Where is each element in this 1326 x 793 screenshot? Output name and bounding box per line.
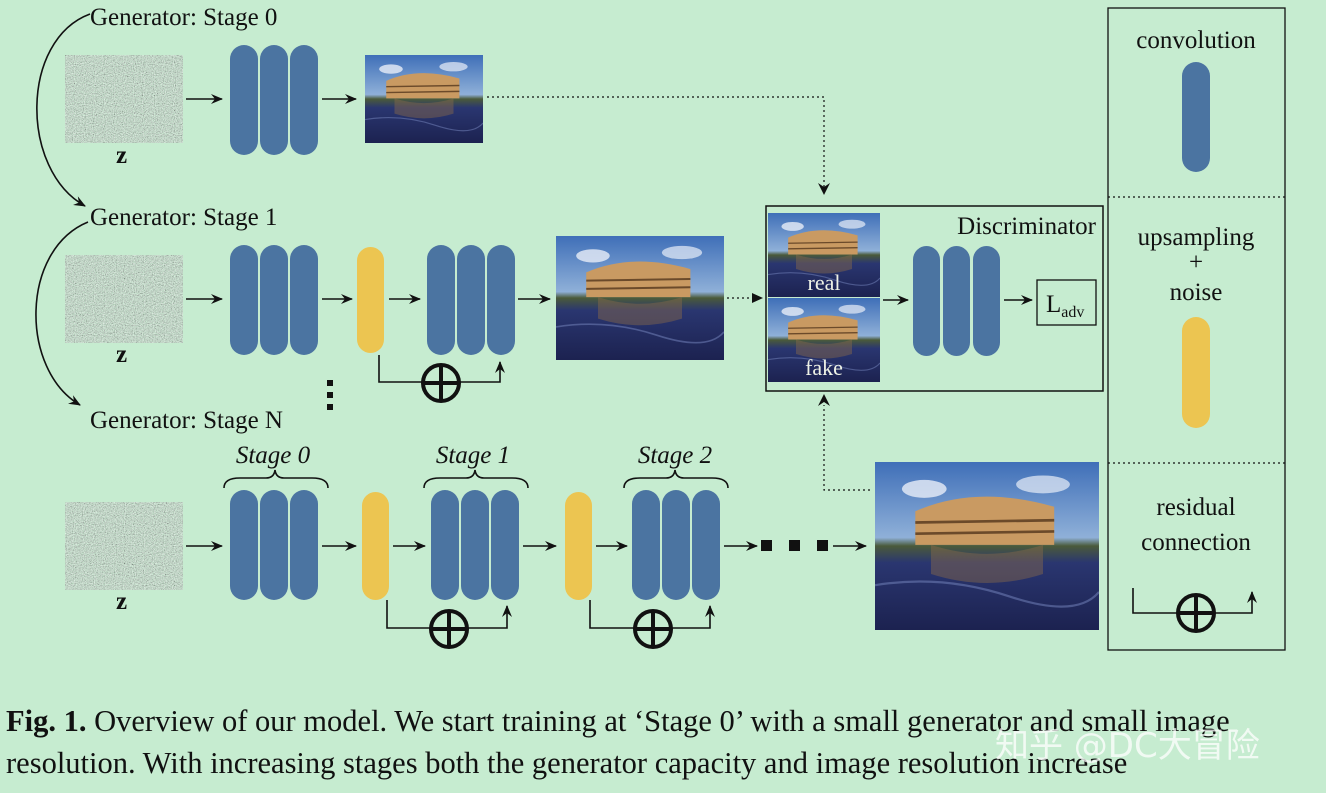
legend-noise-label: noise [1170, 279, 1223, 306]
noise-input-z [65, 502, 183, 590]
caption-text: Overview of our model. We start training… [6, 704, 1230, 780]
generator-stage-1-title: Generator: Stage 1 [90, 204, 277, 231]
dotted-arrow-to-discriminator [823, 405, 870, 491]
stage-1-brace [423, 469, 529, 489]
noise-input-z [65, 55, 183, 143]
fake-label: fake [805, 355, 843, 380]
z-label: z [116, 142, 127, 169]
legend-upsampling-swatch [1182, 317, 1210, 428]
vertical-ellipsis [327, 380, 333, 410]
z-label: z [116, 341, 127, 368]
conv-block [230, 245, 318, 355]
stage-arrow-0-to-1 [36, 13, 91, 207]
upsampling-noise-block [565, 492, 592, 600]
legend-upsampling-label: upsampling [1138, 224, 1255, 251]
legend-connection-label: connection [1141, 529, 1251, 556]
legend-plus-label: + [1189, 249, 1203, 276]
z-label: z [116, 588, 127, 615]
conv-block [230, 490, 318, 600]
generated-image-stage-0 [365, 55, 483, 143]
stage-1-label: Stage 1 [436, 442, 510, 469]
conv-block [230, 45, 318, 155]
residual-connection [589, 600, 715, 649]
stage-0-brace [223, 469, 329, 489]
generated-image-stage-n [875, 462, 1099, 630]
conv-block [632, 490, 720, 600]
figure-caption: Fig. 1. Overview of our model. We start … [6, 700, 1326, 784]
legend-convolution-label: convolution [1136, 27, 1256, 54]
legend: convolution upsampling + noise residual … [1107, 7, 1286, 651]
figure-label: Fig. 1. [6, 704, 87, 738]
real-label: real [808, 270, 841, 295]
generated-image-stage-1 [556, 236, 724, 360]
residual-connection [386, 600, 512, 649]
noise-input-z [65, 255, 183, 343]
dotted-arrow-to-discriminator [487, 96, 825, 192]
stage-arrow-1-to-n [35, 221, 89, 406]
conv-block [427, 245, 515, 355]
conv-block [431, 490, 519, 600]
legend-residual-swatch [1132, 588, 1257, 633]
generator-stage-n-title: Generator: Stage N [90, 407, 283, 434]
discriminator-title: Discriminator [957, 213, 1097, 240]
horizontal-ellipsis [761, 540, 828, 551]
legend-residual-label: residual [1156, 494, 1235, 521]
loss-label: Ladv [1046, 291, 1084, 321]
legend-conv-swatch [1182, 62, 1210, 172]
conv-block [913, 246, 1000, 356]
upsampling-noise-block [362, 492, 389, 600]
arrowhead [818, 394, 830, 406]
stage-2-label: Stage 2 [638, 442, 712, 469]
arrowhead [818, 183, 830, 195]
residual-connection [378, 355, 505, 403]
stage-0-label: Stage 0 [236, 442, 311, 469]
arrowhead [752, 293, 763, 303]
generator-stage-0-title: Generator: Stage 0 [90, 4, 277, 31]
upsampling-noise-block [357, 247, 384, 353]
adversarial-loss-box [1036, 279, 1097, 326]
watermark: 知乎 @DC大冒险 [995, 726, 1260, 766]
stage-2-brace [623, 469, 729, 489]
discriminator: Discriminator real fake Ladv [765, 205, 1104, 392]
